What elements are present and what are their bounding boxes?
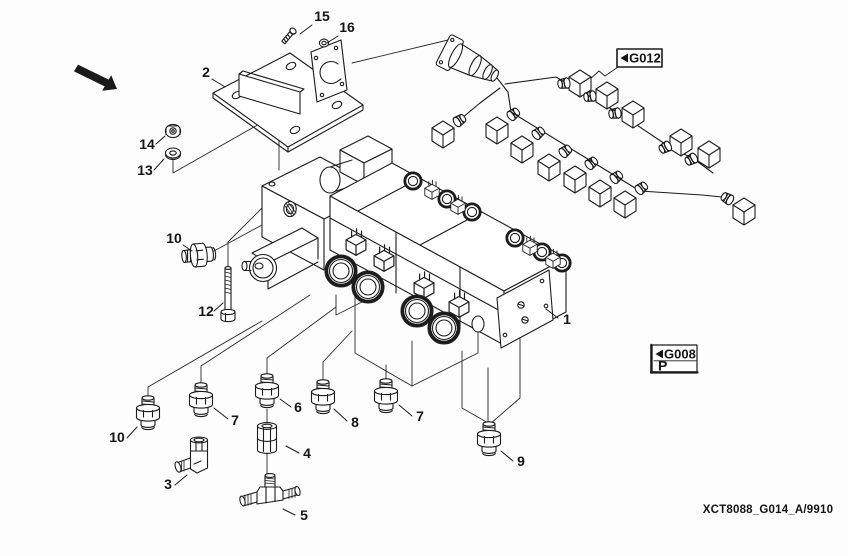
- g012-leader: [588, 66, 619, 81]
- solenoid-knob: [426, 310, 462, 346]
- harness-spine: [496, 77, 723, 198]
- svg-text:P: P: [658, 358, 667, 374]
- fitting-8: [310, 379, 336, 415]
- connector-plug: [632, 179, 651, 197]
- callout-16: 16: [326, 19, 355, 44]
- elbow-part-3: [174, 436, 209, 474]
- callout-10-upper: 10: [166, 230, 193, 252]
- svg-text:3: 3: [164, 476, 172, 492]
- fitting-9: [476, 421, 502, 457]
- ref-box-g012: G012: [616, 48, 663, 68]
- fitting-7-left: [188, 382, 214, 418]
- callout-14: 14: [139, 135, 166, 152]
- valve-bank-part-1: [323, 162, 573, 349]
- connector-plug: [556, 142, 575, 160]
- bracket-rib: [238, 73, 301, 115]
- figure-code: XCT8088_G014_A/9910: [703, 504, 833, 516]
- svg-text:9: 9: [517, 453, 525, 469]
- tee-part-5: [239, 473, 301, 507]
- callout-4: 4: [285, 445, 311, 461]
- harness-connector-cube: [621, 100, 645, 129]
- round-connector: [435, 34, 499, 82]
- svg-text:7: 7: [231, 412, 239, 428]
- side-solenoid: [241, 227, 319, 290]
- callout-6: 6: [279, 398, 302, 415]
- solenoid-knob: [399, 293, 435, 329]
- direction-arrow-icon: [74, 64, 117, 91]
- harness-connector-cube: [732, 197, 756, 226]
- svg-text:2: 2: [202, 64, 210, 80]
- svg-text:G008: G008: [664, 347, 696, 362]
- solenoid-knob: [350, 269, 386, 305]
- callout-7-left: 7: [213, 407, 239, 428]
- fitting-7-right: [373, 378, 399, 414]
- fitting-10-lower: [135, 395, 161, 431]
- callout-5: 5: [282, 507, 308, 523]
- callout-1: 1: [545, 308, 571, 327]
- svg-text:10: 10: [166, 230, 182, 246]
- connector-plug: [718, 190, 736, 207]
- harness-connector-cube: [485, 116, 509, 145]
- svg-text:10: 10: [109, 429, 125, 445]
- svg-text:16: 16: [339, 19, 355, 35]
- coupling-part-4: [256, 422, 278, 454]
- connector-plug: [682, 151, 700, 168]
- screw-part-15: [281, 27, 297, 45]
- svg-text:8: 8: [351, 414, 359, 430]
- wire-harness: [431, 34, 756, 226]
- fitting-6: [254, 373, 280, 409]
- connector-plug: [529, 124, 548, 142]
- svg-text:14: 14: [139, 136, 155, 152]
- bracket-part-2: [212, 39, 364, 153]
- ref-box-g008: G008 P: [649, 343, 699, 374]
- svg-text:15: 15: [314, 8, 330, 24]
- connector-plug: [607, 106, 623, 121]
- harness-connector-cube: [588, 179, 612, 208]
- fitting-10-upper: [180, 241, 218, 269]
- callout-15: 15: [299, 8, 330, 35]
- harness-connector-cube: [510, 135, 534, 164]
- callout-12: 12: [198, 302, 224, 319]
- pointer-left-icon: [620, 53, 628, 63]
- washer-part-16: [318, 38, 330, 48]
- callouts: 15 16 2 14 13 10 12 10 7 6 8 7 4 3 5 9 1: [109, 8, 571, 523]
- svg-text:12: 12: [198, 303, 214, 319]
- callout-7-right: 7: [398, 404, 424, 424]
- valve-cap: [402, 170, 424, 192]
- svg-text:5: 5: [300, 507, 308, 523]
- callout-2: 2: [202, 64, 226, 88]
- callout-13: 13: [137, 158, 165, 178]
- callout-8: 8: [333, 408, 359, 430]
- harness-connector-cube: [563, 165, 587, 194]
- harness-connector-cube: [669, 128, 693, 157]
- svg-text:G012: G012: [629, 51, 661, 66]
- harness-connector-cube: [595, 81, 619, 110]
- svg-text:7: 7: [416, 408, 424, 424]
- end-plate: [496, 269, 554, 349]
- connector-plug: [607, 168, 626, 186]
- harness-connector-cube: [613, 190, 637, 219]
- pointer-left-icon: [655, 349, 663, 359]
- svg-text:6: 6: [294, 399, 302, 415]
- valve-cap: [504, 227, 526, 249]
- callout-9: 9: [500, 450, 525, 469]
- svg-text:13: 13: [137, 162, 153, 178]
- harness-connector-cube: [537, 153, 561, 182]
- fittings: [135, 241, 502, 507]
- callout-3: 3: [164, 474, 188, 492]
- bolt-part-12: [220, 266, 236, 323]
- nut-part-14: [164, 123, 182, 139]
- bracket-end-plate: [310, 39, 348, 103]
- harness-branch-left: [461, 87, 501, 119]
- harness-connector-cube: [431, 120, 455, 149]
- connector-plug: [504, 105, 523, 123]
- svg-text:4: 4: [303, 445, 311, 461]
- svg-text:1: 1: [563, 311, 571, 327]
- washer-part-13: [164, 147, 182, 160]
- valve-cap: [461, 201, 483, 223]
- callout-10-lower: 10: [109, 426, 138, 445]
